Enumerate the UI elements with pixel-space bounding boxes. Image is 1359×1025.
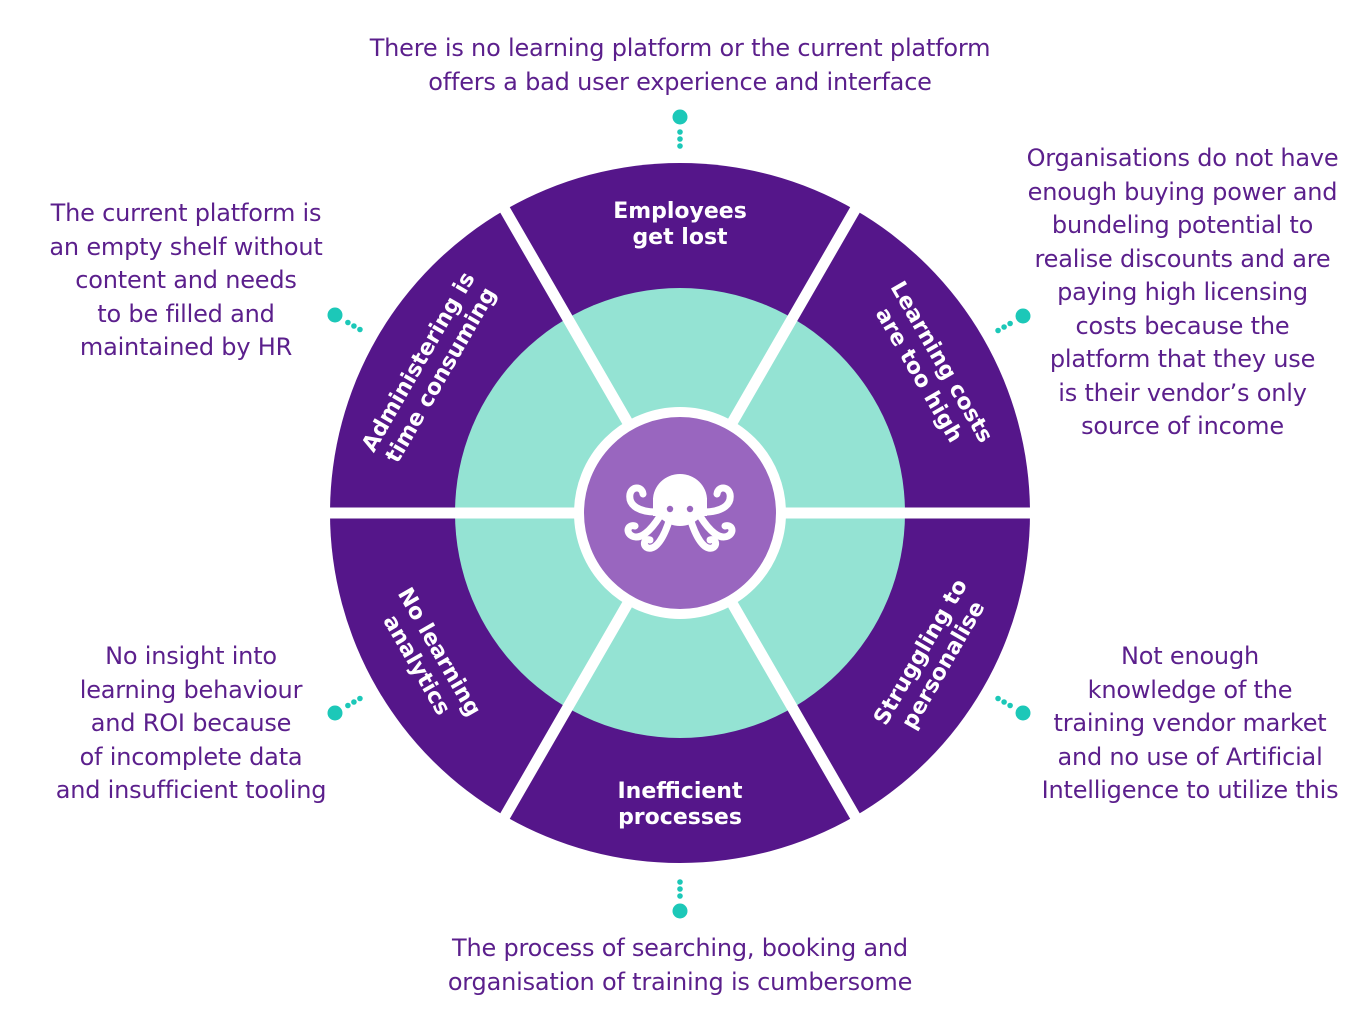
- segment-label-line: get lost: [632, 225, 728, 250]
- connector-dot-small: [677, 886, 683, 892]
- annotation-top: There is no learning platform or the cur…: [369, 34, 991, 96]
- connector-dot-small: [1001, 699, 1007, 705]
- connector-dot-small: [677, 879, 683, 885]
- connector-dot-small: [357, 695, 363, 702]
- connector-dot-small: [351, 699, 357, 705]
- connector-dot-small: [345, 319, 351, 326]
- octopus-icon: [624, 474, 736, 552]
- segment-label-line: processes: [618, 805, 742, 830]
- connector-dot-small: [677, 893, 683, 899]
- connector-dot: [672, 903, 688, 919]
- connector-dot-small: [677, 143, 683, 149]
- segment-label-line: Employees: [613, 199, 747, 224]
- connector-dot-small: [677, 129, 683, 135]
- connector-dot-small: [1001, 324, 1007, 330]
- connector-dot-small: [357, 326, 363, 333]
- connector-dot-small: [1007, 320, 1013, 327]
- annotation-top-right: Organisations do not have enough buying …: [1026, 144, 1339, 440]
- annotation-bottom: The process of searching, booking and or…: [447, 934, 913, 996]
- annotation-top-left: The current platform is an empty shelf w…: [49, 199, 323, 361]
- connector-dots: [327, 109, 1031, 919]
- connector-dot-small: [677, 136, 683, 142]
- segment-label-line: Inefficient: [618, 779, 743, 804]
- connector-dot: [1015, 308, 1031, 324]
- connector-dot-small: [995, 695, 1001, 702]
- connector-dot-small: [1007, 702, 1013, 709]
- connector-dot-small: [995, 327, 1001, 334]
- connector-dot-small: [351, 323, 357, 329]
- annotation-bottom-left: No insight into learning behaviour and R…: [55, 642, 327, 804]
- annotation-bottom-right: Not enough knowledge of the training ven…: [1041, 642, 1339, 804]
- connector-dot: [1015, 705, 1031, 721]
- connector-dot-small: [345, 702, 351, 709]
- connector-dot: [327, 705, 343, 721]
- connector-dot: [672, 109, 688, 125]
- connector-dot: [327, 307, 343, 323]
